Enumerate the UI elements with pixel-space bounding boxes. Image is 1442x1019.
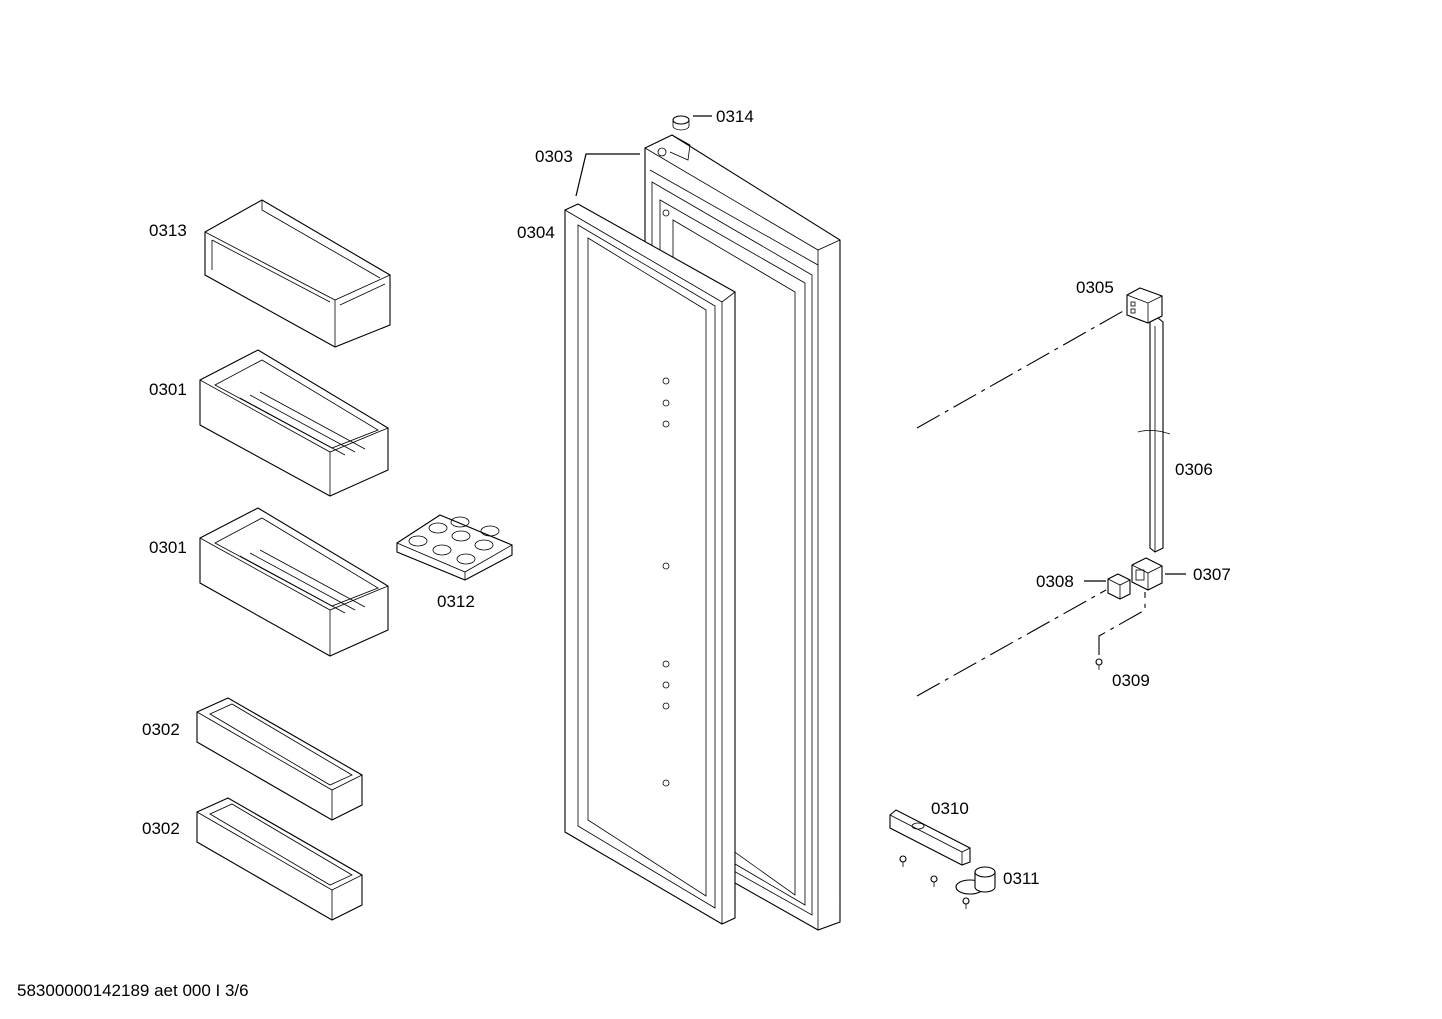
label-0306: 0306	[1175, 460, 1213, 479]
part-0305-hinge-cap	[1126, 287, 1163, 324]
hinge-screws	[899, 855, 970, 909]
label-0301-upper: 0301	[149, 380, 187, 399]
label-0312: 0312	[437, 592, 475, 611]
label-0304: 0304	[517, 223, 555, 242]
part-0304-door-gasket	[564, 203, 736, 925]
part-0306-trim-strip	[1137, 317, 1171, 553]
label-0301-lower: 0301	[149, 538, 187, 557]
part-0307-hinge-cover	[1131, 557, 1163, 591]
label-0308: 0308	[1036, 572, 1074, 591]
part-0302-bottle-shelf-upper	[196, 697, 363, 821]
part-0311-hinge-pin	[955, 866, 996, 895]
part-0314-cap	[672, 115, 690, 131]
part-0301-door-shelf-lower	[199, 507, 389, 657]
label-0311: 0311	[1003, 869, 1040, 888]
label-0302-upper: 0302	[142, 720, 180, 739]
label-0307: 0307	[1193, 565, 1231, 584]
label-0303: 0303	[535, 147, 573, 166]
label-0309: 0309	[1112, 671, 1150, 690]
leader-lines	[575, 115, 1186, 582]
label-0310: 0310	[931, 799, 969, 818]
part-0310-hinge-plate	[889, 809, 971, 866]
part-0301-door-shelf-upper	[199, 349, 389, 497]
label-0314: 0314	[716, 107, 754, 126]
label-0313: 0313	[149, 221, 187, 240]
document-footer-id: 58300000142189 aet 000 I 3/6	[17, 981, 249, 1000]
assembly-lines	[916, 309, 1146, 697]
label-0305: 0305	[1076, 278, 1114, 297]
part-0312-egg-tray	[396, 514, 513, 581]
part-0308-clip	[1107, 573, 1131, 600]
part-0309-screw	[1095, 658, 1103, 670]
part-0302-bottle-shelf-lower	[196, 797, 363, 921]
label-0302-lower: 0302	[142, 819, 180, 838]
part-0313-dairy-compartment	[204, 199, 391, 348]
